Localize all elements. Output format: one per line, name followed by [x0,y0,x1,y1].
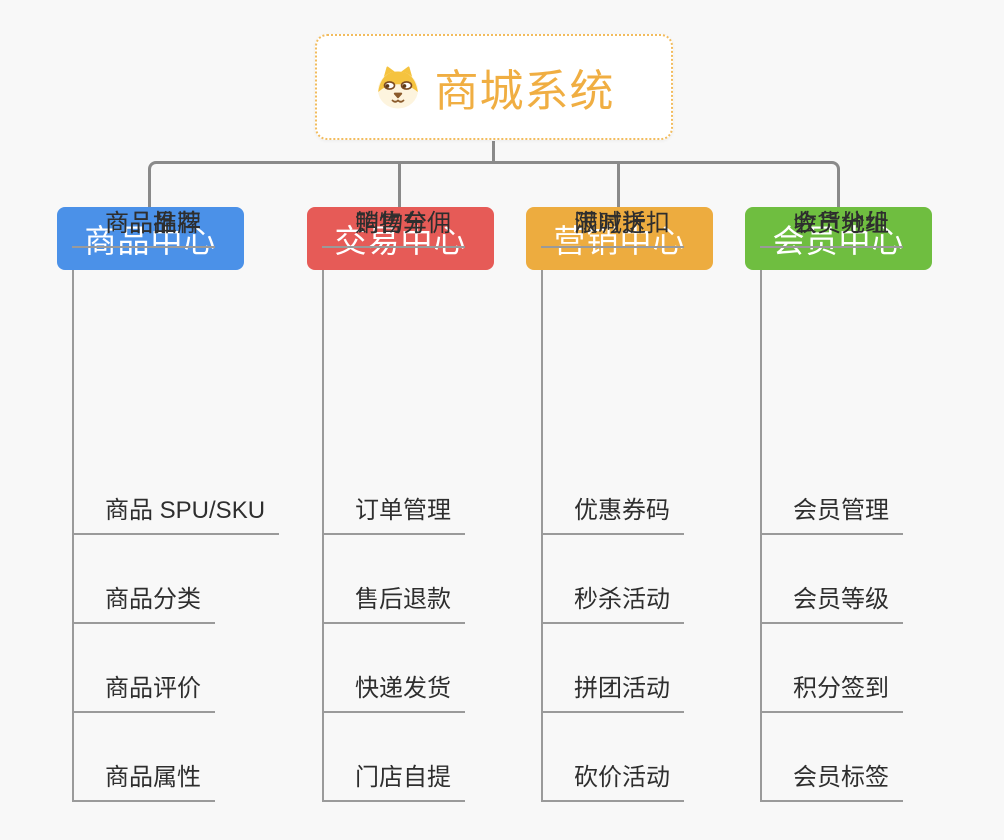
branch-trunk-line [760,270,762,802]
topic-node[interactable]: 商品分类 [72,583,215,624]
branch-node-marketing[interactable]: 营销中心 [526,207,713,270]
branch-node-products[interactable]: 商品中心 [57,207,244,270]
topic-node[interactable]: 会员管理 [760,494,903,535]
branch-column-products: 商品中心 商品 SPU/SKU 商品分类 商品评价 商品属性 商品推荐 商品品牌 [57,207,307,807]
topic-node[interactable]: 快递发货 [322,672,465,713]
topic-node[interactable]: 砍价活动 [541,761,684,802]
topic-node[interactable]: 会员标签 [760,761,903,802]
topic-node[interactable]: 商品属性 [72,761,215,802]
topic-node[interactable]: 满减送 [541,207,660,248]
topic-node[interactable]: 订单管理 [322,494,465,535]
branch-trunk-line [541,270,543,802]
connector-root-stub [492,141,495,163]
branch-trunk-line [322,270,324,802]
dog-face-icon [377,66,418,109]
topic-node[interactable]: 秒杀活动 [541,583,684,624]
connector-elbow-left [148,161,494,207]
topic-node[interactable]: 销售分佣 [322,207,465,248]
branch-trunk-line [72,270,74,802]
topic-node[interactable]: 优惠券码 [541,494,684,535]
topic-node[interactable]: 售后退款 [322,583,465,624]
connector-elbow-right [493,161,840,207]
connector-drop-branch2 [398,164,401,207]
topic-node[interactable]: 商品品牌 [72,207,215,248]
branch-column-marketing: 营销中心 优惠券码 秒杀活动 拼团活动 砍价活动 限时折扣 满减送 [526,207,776,807]
branch-column-members: 会员中心 会员管理 会员等级 积分签到 会员标签 会员分组 收货地址 [745,207,995,807]
branch-column-trade: 交易中心 订单管理 售后退款 快递发货 门店自提 购物车 销售分佣 [307,207,557,807]
topic-node[interactable]: 会员等级 [760,583,903,624]
topic-node[interactable]: 收货地址 [760,207,903,248]
connector-drop-branch3 [617,164,620,207]
topic-node[interactable]: 积分签到 [760,672,903,713]
topic-node[interactable]: 商品评价 [72,672,215,713]
topic-node[interactable]: 门店自提 [322,761,465,802]
root-node[interactable]: 商城系统 [315,34,673,140]
branch-node-members[interactable]: 会员中心 [745,207,932,270]
root-title: 商城系统 [434,67,615,116]
branch-node-trade[interactable]: 交易中心 [307,207,494,270]
topic-node[interactable]: 商品 SPU/SKU [72,494,280,535]
topic-node[interactable]: 拼团活动 [541,672,684,713]
